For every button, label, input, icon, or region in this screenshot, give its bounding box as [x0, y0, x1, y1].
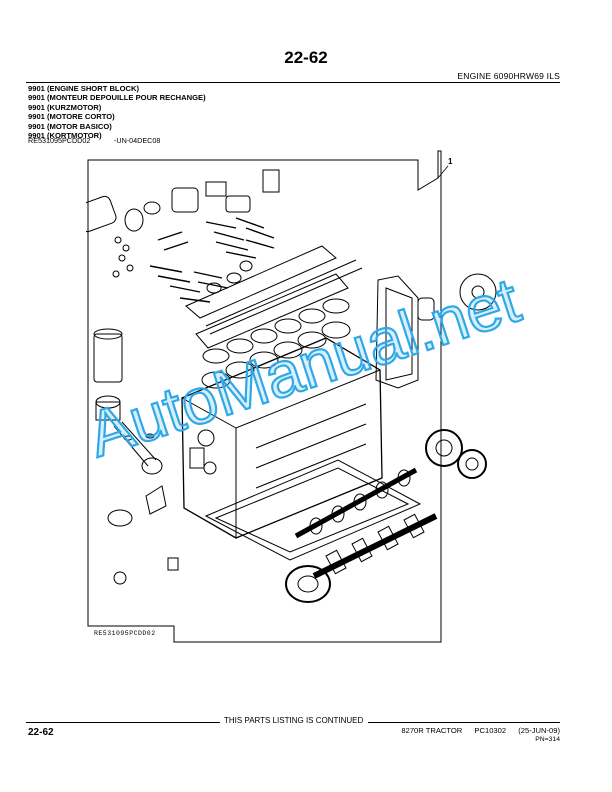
figure-frame	[87, 150, 442, 643]
header-rule	[26, 82, 560, 83]
footer-date: (25-JUN-09)	[518, 726, 560, 735]
title-block: 9901 (ENGINE SHORT BLOCK) 9901 (MONTEUR …	[28, 84, 206, 140]
footer-page-number: 22-62	[28, 727, 54, 738]
page-number-top: 22-62	[284, 48, 328, 67]
footer-tractor: 8270R TRACTOR	[401, 726, 463, 735]
figure-callout: 1	[448, 157, 453, 166]
title-line: 9901 (ENGINE SHORT BLOCK)	[28, 84, 139, 93]
title-line: 9901 (MOTOR BASICO)	[28, 121, 112, 131]
title-line: 9901 (MOTORE CORTO)	[28, 112, 115, 122]
footer-pn: PN=314	[535, 736, 560, 743]
header-section-title: ENGINE 6090HRW69 ILS	[457, 71, 560, 81]
footer-rule-right	[368, 722, 560, 723]
footer-info: 8270R TRACTOR PC10302 (25-JUN-09) PN=314	[401, 726, 560, 743]
engine-exploded-diagram: 1	[86, 150, 497, 643]
footer-pc: PC10302	[474, 726, 507, 735]
reference-code: RE531095PCDD02	[28, 136, 91, 145]
reference-date: -UN-04DEC08	[114, 136, 161, 145]
title-line: 9901 (KURZMOTOR)	[28, 102, 102, 112]
footer-continued: THIS PARTS LISTING IS CONTINUED	[224, 716, 364, 725]
title-line: 9901 (KORTMOTOR)	[28, 131, 102, 141]
figure-label: RE531095PCDD02	[94, 630, 156, 637]
title-line: 9901 (MONTEUR DEPOUILLE POUR RECHANGE)	[28, 93, 206, 103]
footer-rule-left	[26, 722, 220, 723]
reference-line: RE531095PCDD02 -UN-04DEC08	[28, 136, 160, 145]
